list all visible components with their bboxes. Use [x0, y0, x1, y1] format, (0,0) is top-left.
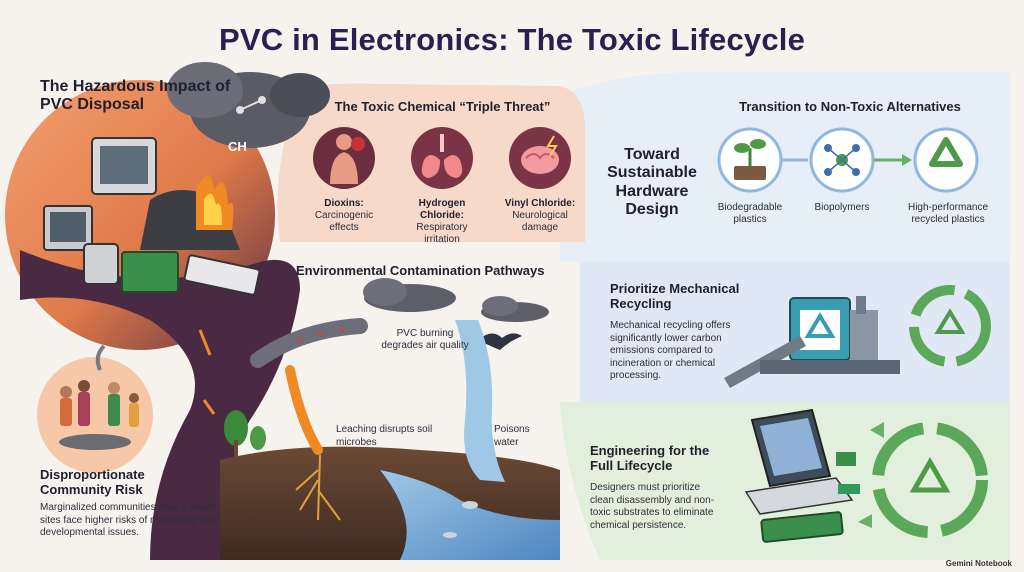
lungs-icon	[421, 134, 463, 178]
community-heading: Disproportionate Community Risk	[40, 467, 145, 497]
laptop-disassembly	[744, 408, 860, 543]
air-pathway-label: PVC burning degrades air quality	[381, 328, 469, 351]
mechanical-heading: Prioritize Mechanical Recycling	[610, 281, 740, 311]
engineering-heading: Engineering for the Full Lifecycle	[590, 443, 710, 473]
alt-biodegradable: Biodegradable plastics	[717, 202, 783, 225]
recycle-arrows-mid	[909, 285, 991, 367]
pathways-art	[220, 278, 560, 560]
threat-dioxins: Dioxins:Carcinogenic effects	[314, 198, 374, 233]
recycling-machine	[724, 296, 900, 388]
smoke-label: CH	[228, 139, 247, 154]
triple-threat-heading: The Toxic Chemical “Triple Threat”	[334, 99, 551, 114]
waste-flow	[20, 250, 300, 560]
pathways-heading: Environmental Contamination Pathways	[296, 263, 545, 278]
disposal-heading: The Hazardous Impact of PVC Disposal	[40, 78, 231, 114]
soil-pathway-label: Leaching disrupts soil microbes	[336, 424, 433, 448]
community-figures	[59, 344, 139, 450]
community-body: Marginalized communities near e-waste si…	[40, 502, 217, 538]
brain-icon	[521, 135, 559, 174]
alternatives-heading: Transition to Non-Toxic Alternatives	[739, 99, 961, 114]
alternatives-icons	[717, 127, 979, 193]
mechanical-body: Mechanical recycling offers significantl…	[610, 320, 731, 381]
threat-vinyl-chloride: Vinyl Chloride:Neurological damage	[504, 198, 576, 233]
toward-heading: Toward Sustainable Hardware Design	[607, 146, 697, 219]
e-waste-pile	[43, 137, 261, 296]
alt-biopolymers: Biopolymers	[814, 202, 870, 213]
brand-label: Gemini Notebook	[945, 559, 1012, 568]
page-title: PVC in Electronics: The Toxic Lifecycle	[218, 22, 806, 57]
threat-hydrogen-chloride: Hydrogen Chloride:Respiratory irritation	[416, 198, 468, 245]
recycle-cycle-bottom	[858, 422, 988, 538]
alternatives-panel	[560, 71, 1010, 262]
engineering-body: Designers must prioritize clean disassem…	[590, 482, 714, 531]
water-pathway-label: Poisons water	[494, 424, 530, 448]
lungs-body-icon	[330, 134, 365, 184]
alt-recycled: High-performance recycled plastics	[907, 202, 989, 225]
